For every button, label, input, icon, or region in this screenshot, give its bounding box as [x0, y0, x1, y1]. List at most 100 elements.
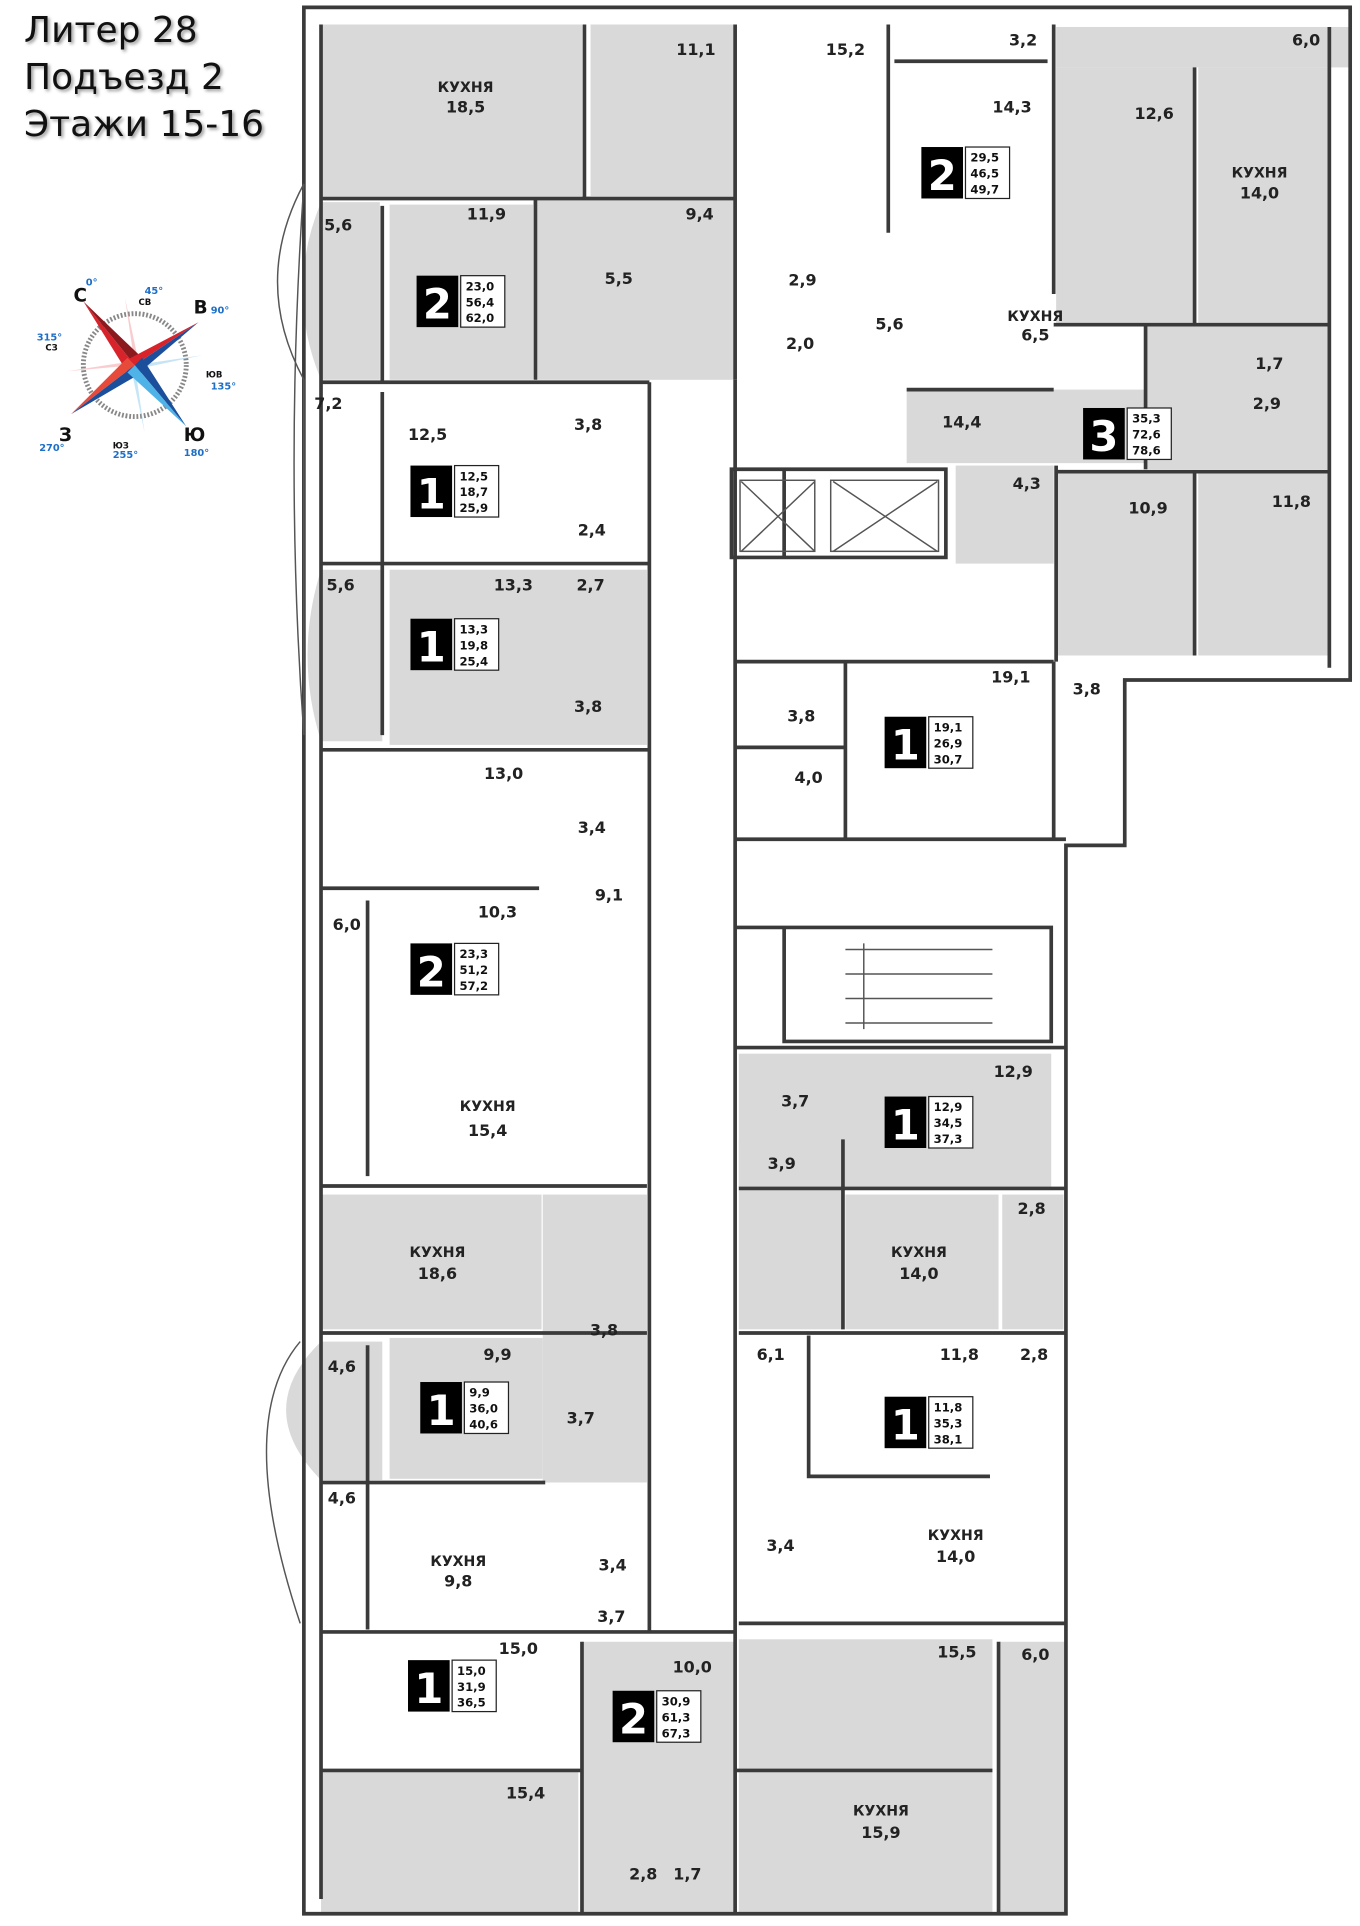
- living-area: 35,3: [1132, 412, 1161, 426]
- compass-deg-n: 0°: [86, 277, 98, 288]
- total-area: 61,3: [662, 1710, 691, 1724]
- building-title: Литер 28: [24, 10, 198, 51]
- apartment-room-count: 1: [417, 469, 446, 518]
- badge-areas-box: [451, 1659, 497, 1713]
- room-area: 13,0: [484, 764, 523, 783]
- badge-areas-box: [460, 275, 506, 328]
- compass-deg-se: 135°: [211, 382, 236, 393]
- room-area: 3,8: [590, 1320, 618, 1339]
- living-area: 19,1: [934, 720, 963, 734]
- room-area: 12,9: [994, 1062, 1033, 1081]
- room-area: 14,4: [942, 413, 981, 432]
- room-area: 6,0: [1021, 1645, 1049, 1664]
- badge-areas-box: [656, 1690, 702, 1743]
- kitchen-label: КУХНЯ: [1007, 309, 1063, 325]
- kitchen-area: 9,8: [444, 1572, 472, 1591]
- room-area: 3,2: [1009, 30, 1037, 49]
- kitchen-area: 14,0: [899, 1264, 938, 1283]
- kitchen-area: 6,5: [1021, 326, 1049, 345]
- room-area: 4,3: [1013, 474, 1041, 493]
- total-area-with-balcony: 67,3: [662, 1726, 691, 1740]
- kitchen-label: КУХНЯ: [928, 1528, 984, 1544]
- room-area: 4,6: [328, 1488, 356, 1507]
- badge-box: [612, 1690, 655, 1743]
- room-area: 15,5: [937, 1643, 976, 1662]
- room-area: 2,9: [788, 270, 816, 289]
- badge-box: [410, 465, 453, 518]
- badge-areas-box: [928, 1396, 974, 1449]
- total-area: 35,3: [934, 1416, 963, 1430]
- room-area: 2,7: [576, 576, 604, 595]
- compass-deg-w: 270°: [39, 443, 64, 454]
- room-area: 5,6: [324, 215, 352, 234]
- apartment-room-count: 1: [891, 721, 920, 770]
- walls: [265, 5, 1353, 1916]
- apartment-badge: 1 12,5 18,7 25,9: [410, 464, 500, 518]
- total-area-with-balcony: 40,6: [469, 1418, 498, 1432]
- total-area: 56,4: [466, 295, 495, 309]
- total-area-with-balcony: 57,2: [459, 979, 488, 993]
- badge-areas-box: [928, 716, 974, 769]
- total-area: 31,9: [457, 1680, 486, 1694]
- compass-east: В: [194, 298, 208, 319]
- badge-box: [884, 1096, 927, 1149]
- room-area: 3,4: [578, 818, 606, 837]
- badge-box: [410, 943, 453, 995]
- badge-areas-box: [453, 618, 500, 671]
- apartment-badge: 1 15,0 31,9 36,5: [408, 1659, 497, 1713]
- apartment-badge: 1 9,9 36,0 40,6: [420, 1381, 510, 1435]
- room-area: 3,8: [1073, 680, 1101, 699]
- total-area-with-balcony: 30,7: [934, 752, 963, 766]
- total-area: 36,0: [469, 1402, 498, 1416]
- kitchen-label: КУХНЯ: [853, 1804, 909, 1820]
- room-area: 3,4: [599, 1556, 627, 1575]
- room-area: 5,6: [327, 576, 355, 595]
- living-area: 12,5: [459, 469, 488, 483]
- badge-box: [921, 147, 964, 199]
- kitchen-label: КУХНЯ: [891, 1245, 947, 1261]
- badge-box: [410, 618, 453, 671]
- compass-nw: СЗ: [45, 343, 57, 353]
- total-area: 34,5: [934, 1116, 963, 1130]
- kitchen-area: 14,0: [936, 1547, 975, 1566]
- room-area: 15,2: [826, 40, 865, 59]
- apartment-room-count: 1: [414, 1664, 443, 1713]
- room-area: 13,3: [494, 576, 533, 595]
- total-area-with-balcony: 38,1: [934, 1432, 963, 1446]
- badge-areas-box: [453, 464, 500, 518]
- apartment-room-count: 2: [417, 947, 446, 996]
- room-area: 14,3: [992, 98, 1031, 117]
- room-area: 11,8: [1272, 492, 1311, 511]
- badge-box: [1083, 407, 1125, 460]
- badge-box: [420, 1382, 462, 1434]
- living-area: 11,8: [934, 1400, 963, 1414]
- room-area: 5,5: [605, 269, 633, 288]
- total-area-with-balcony: 25,9: [459, 501, 488, 515]
- compass-rose-icon: С 0° В 90° Ю 180° З 270° СВ 45° СЗ 315° …: [37, 277, 236, 461]
- kitchen-label: КУХНЯ: [438, 80, 494, 96]
- badge-box: [884, 716, 927, 769]
- kitchen-label: КУХНЯ: [1232, 166, 1288, 182]
- kitchen-area: 18,6: [418, 1264, 457, 1283]
- apartment-room-count: 1: [891, 1100, 920, 1149]
- apartment-badge: 1 12,9 34,5 37,3: [884, 1095, 974, 1149]
- kitchen-area: 15,9: [861, 1823, 900, 1842]
- apartment-badge: 2 23,0 56,4 62,0: [416, 275, 506, 329]
- room-area: 3,7: [597, 1607, 625, 1626]
- room-area: 9,9: [483, 1345, 511, 1364]
- room-area: 15,0: [499, 1639, 538, 1658]
- room-area: 11,1: [676, 40, 715, 59]
- living-area: 13,3: [459, 622, 488, 636]
- room-area: 11,8: [940, 1345, 979, 1364]
- total-area-with-balcony: 36,5: [457, 1696, 486, 1710]
- total-area: 72,6: [1132, 428, 1161, 442]
- badge-areas-box: [453, 942, 500, 996]
- total-area-with-balcony: 62,0: [466, 311, 495, 325]
- room-area: 6,0: [1292, 30, 1320, 49]
- compass-west: З: [59, 425, 72, 446]
- compass-deg-e: 90°: [211, 306, 230, 317]
- room-area: 3,7: [567, 1409, 595, 1428]
